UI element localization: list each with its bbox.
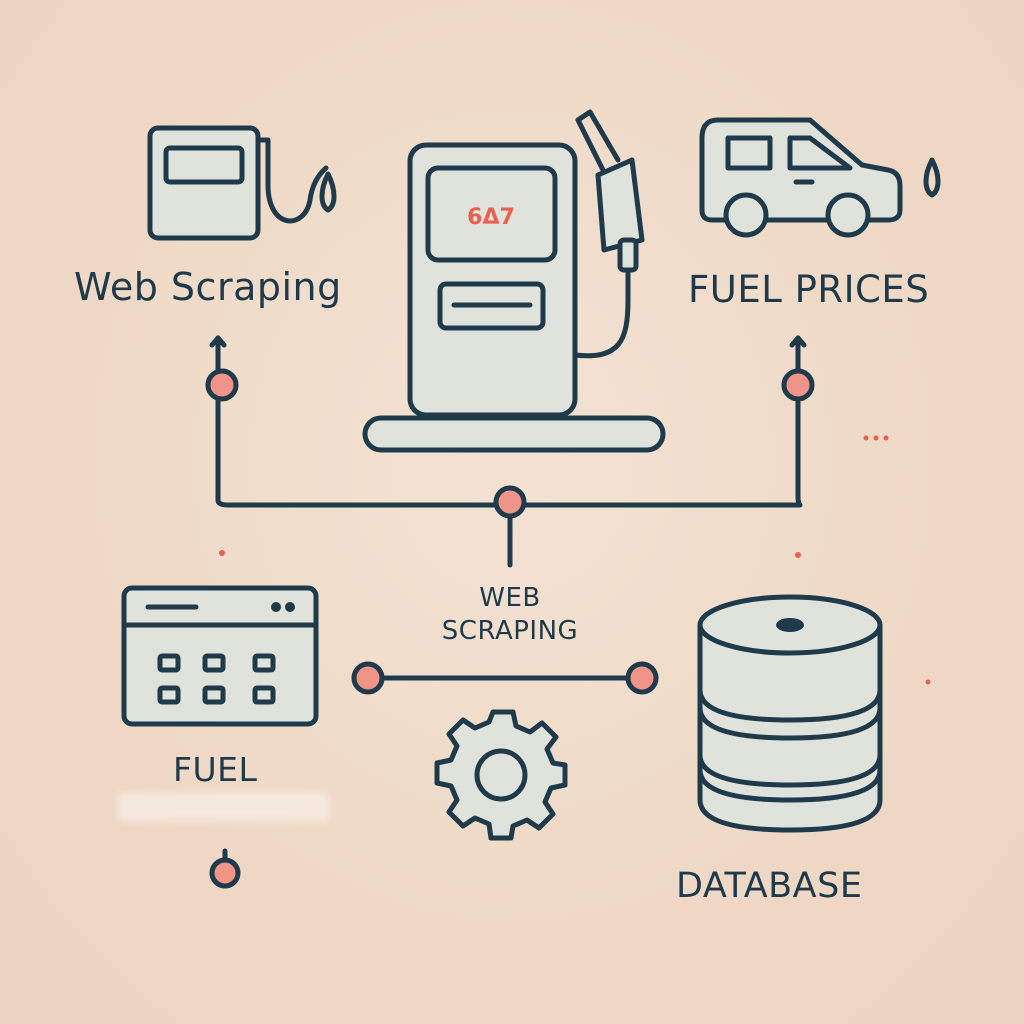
blurred-text-strip (118, 793, 328, 821)
node-middle-right (625, 661, 659, 695)
fuel-can-icon (147, 125, 337, 241)
label-database: DATABASE (676, 866, 863, 906)
dashboard-window-icon (121, 585, 319, 727)
label-web-scraping-center: WEB SCRAPING (405, 582, 615, 648)
label-web-scraping-center-line2: SCRAPING (441, 616, 579, 646)
gas-pump-icon: 6Δ7 (362, 109, 666, 453)
decorative-dots (219, 435, 931, 685)
node-left-top (205, 368, 239, 402)
label-fuel: FUEL (173, 750, 258, 789)
node-middle-left (351, 661, 385, 695)
label-web-scraping-center-line1: WEB (479, 583, 541, 613)
node-bottom-left (209, 857, 241, 889)
gear-icon (434, 709, 568, 841)
car-icon (699, 117, 941, 238)
node-right-top (781, 368, 815, 402)
node-center-hub (493, 485, 527, 519)
pump-display-text: 6Δ7 (467, 205, 515, 230)
database-icon (697, 594, 883, 833)
label-fuel-prices: FUEL PRICES (688, 268, 930, 311)
label-web-scraping-top: Web Scraping (74, 265, 342, 309)
